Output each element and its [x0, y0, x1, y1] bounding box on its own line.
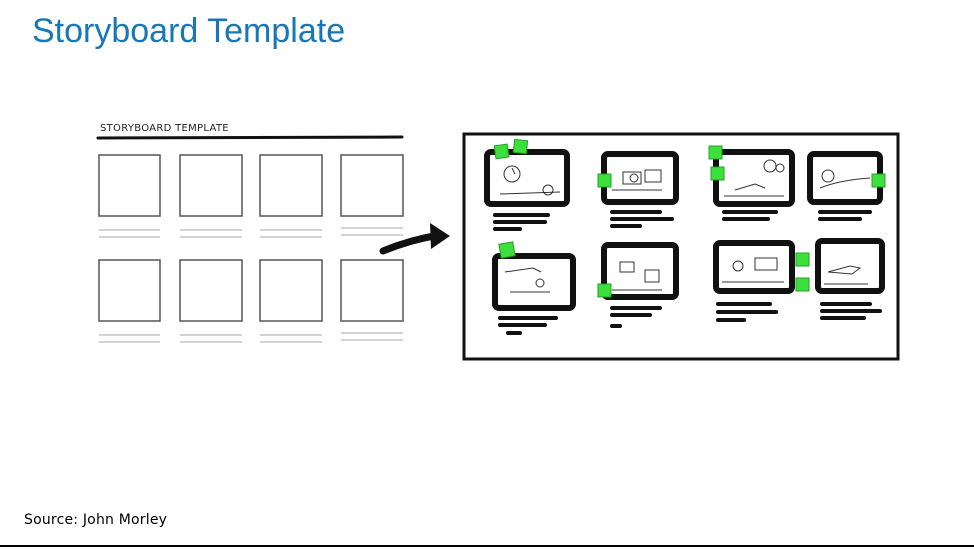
storyboard-frame	[601, 151, 679, 205]
bottom-divider	[0, 545, 974, 547]
sticky-note	[597, 173, 612, 188]
template-frames	[98, 154, 404, 322]
sticky-notes	[493, 138, 886, 298]
template-caption-lines	[99, 227, 403, 343]
sticky-note	[493, 143, 510, 160]
source-caption: Source: John Morley	[24, 512, 168, 528]
template-frame	[98, 154, 161, 217]
frame-sketches	[499, 159, 871, 293]
template-frame	[340, 154, 404, 217]
sticky-note	[597, 283, 612, 298]
arrow-right-icon	[379, 223, 450, 255]
storyboard-frames	[484, 149, 885, 311]
template-frame	[340, 259, 404, 322]
template-frame	[98, 259, 161, 322]
template-frame	[179, 259, 243, 322]
slide-title: Storyboard Template	[32, 12, 346, 50]
storyboard-frame	[492, 253, 576, 311]
storyboard-frame	[601, 242, 679, 300]
sticky-note	[512, 138, 529, 155]
caption-lines	[493, 210, 882, 335]
filled-storyboard	[462, 132, 900, 361]
blank-template-sketch: STORYBOARD TEMPLATE	[96, 123, 404, 343]
sticky-note	[710, 166, 725, 181]
storyboard-frame	[713, 240, 795, 294]
storyboard-frame	[484, 149, 570, 207]
template-heading: STORYBOARD TEMPLATE	[100, 123, 229, 134]
template-frame	[179, 154, 243, 217]
sticky-note	[795, 277, 810, 292]
template-frame	[259, 154, 323, 217]
sticky-note	[498, 241, 516, 259]
template-frame	[259, 259, 323, 322]
sticky-note	[871, 173, 886, 188]
sticky-note	[795, 252, 810, 267]
sticky-note	[708, 145, 723, 160]
